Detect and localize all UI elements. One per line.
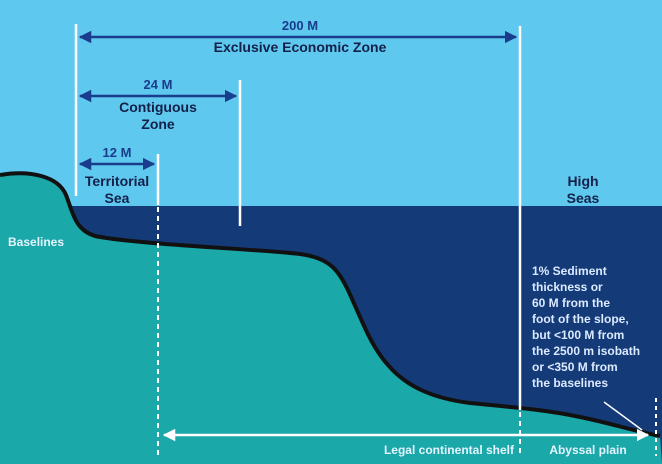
territorial-sea-label-2: Sea bbox=[105, 190, 130, 206]
shelf-note-line: 60 M from the bbox=[532, 296, 610, 310]
high-seas-label-2: Seas bbox=[567, 190, 600, 206]
shelf-note-line: the baselines bbox=[532, 376, 608, 390]
high-seas-label-1: High bbox=[567, 173, 598, 189]
note-pointer bbox=[603, 401, 643, 431]
shelf-note-line: or <350 M from bbox=[532, 360, 618, 374]
abyssal-plain-label: Abyssal plain bbox=[549, 443, 626, 457]
territorial-distance-label: 12 M bbox=[103, 145, 132, 160]
baselines-label: Baselines bbox=[8, 235, 64, 249]
shelf-note-line: 1% Sediment bbox=[532, 264, 607, 278]
contiguous-zone-label-1: Contiguous bbox=[119, 99, 197, 115]
legal-shelf-label: Legal continental shelf bbox=[384, 443, 515, 457]
shelf-note-line: thickness or bbox=[532, 280, 603, 294]
shelf-note-line: foot of the slope, bbox=[532, 312, 629, 326]
land-seabed bbox=[0, 173, 662, 464]
territorial-sea-label-1: Territorial bbox=[85, 173, 149, 189]
contiguous-zone-label-2: Zone bbox=[141, 116, 175, 132]
shelf-criteria-note: 1% Sediment thickness or 60 M from the f… bbox=[532, 264, 640, 390]
coastline bbox=[0, 171, 661, 438]
contiguous-distance-label: 24 M bbox=[144, 77, 173, 92]
shelf-note-line: but <100 M from bbox=[532, 328, 624, 342]
shelf-note-line: the 2500 m isobath bbox=[532, 344, 640, 358]
eez-zone-label: Exclusive Economic Zone bbox=[214, 39, 387, 55]
eez-distance-label: 200 M bbox=[282, 18, 318, 33]
